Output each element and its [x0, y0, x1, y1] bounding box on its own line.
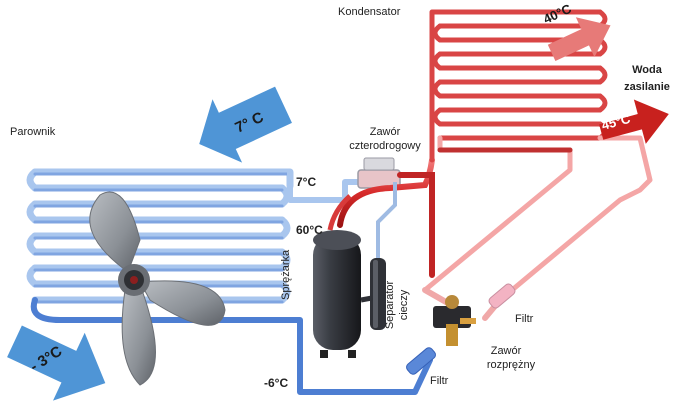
discharge-line: [337, 157, 435, 278]
fan: [89, 191, 226, 386]
condenser-label: Kondensator: [338, 6, 401, 18]
water-label: Woda: [632, 64, 662, 76]
compressor-label: Sprężarka: [280, 249, 292, 300]
water-outflow-label: 45°C: [600, 111, 633, 133]
temperature-7c: 7°C: [296, 175, 317, 189]
water-inflow-label: 40°C: [541, 1, 574, 27]
temperature-60c: 60°C: [296, 223, 323, 237]
filter-top-label: Filtr: [515, 313, 534, 325]
evaporator-label: Parownik: [10, 126, 56, 138]
filter-top: [488, 283, 516, 309]
four-way-valve: [357, 157, 401, 189]
condenser-coil: [422, 9, 653, 303]
liquid-separator: [370, 182, 397, 330]
expansion-valve: [433, 295, 476, 346]
four-way-valve-label-line1: Zawór: [369, 126, 401, 138]
water-outflow-arrow: [599, 99, 669, 144]
separator-label-line2: cieczy: [398, 289, 410, 321]
filter-bottom: [406, 347, 436, 375]
supply-label: zasilanie: [624, 81, 670, 93]
expansion-valve-label-line1: Zawór: [490, 345, 522, 357]
separator-label-line1: Separator: [384, 280, 396, 330]
air-inflow-arrow: [199, 86, 292, 163]
expansion-valve-label-line2: rozprężny: [486, 359, 536, 371]
four-way-valve-label-line2: czterodrogowy: [349, 140, 421, 152]
compressor: [313, 194, 373, 358]
air-outflow-arrow: [7, 325, 106, 401]
water-inflow-arrow: [547, 17, 611, 62]
filter-bottom-label: Filtr: [430, 375, 449, 387]
temperature-minus-6c: -6°C: [264, 376, 289, 390]
